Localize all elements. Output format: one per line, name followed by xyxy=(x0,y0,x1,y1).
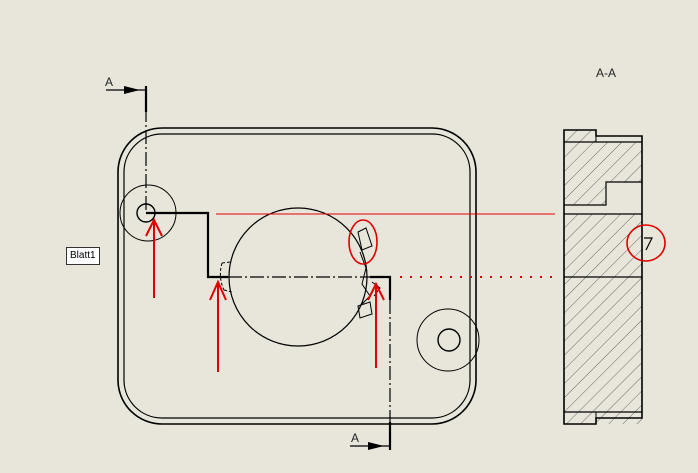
section-cut-line[interactable] xyxy=(144,86,392,450)
section-arrow-top[interactable]: A xyxy=(105,75,146,94)
red-arrow-1 xyxy=(145,217,163,298)
section-arrow-icon xyxy=(124,86,140,94)
section-label-bottom: A xyxy=(351,431,359,445)
red-circle-bore xyxy=(348,219,378,265)
section-view-title: A-A xyxy=(596,66,616,80)
section-arrow-icon xyxy=(368,442,384,450)
hole-bottom-right[interactable] xyxy=(416,308,480,372)
part-outline[interactable] xyxy=(117,127,477,425)
bore-feature-right[interactable] xyxy=(357,227,381,319)
annotations xyxy=(145,213,666,372)
sheet-tab-blatt1[interactable]: Blatt1 xyxy=(66,247,100,265)
red-circle-section xyxy=(626,224,666,262)
red-arrow-3 xyxy=(367,281,385,368)
section-arrow-bottom[interactable]: A xyxy=(350,431,390,450)
red-arrow-2 xyxy=(209,279,227,372)
bore-feature-left[interactable] xyxy=(219,261,233,293)
section-view[interactable]: A-A xyxy=(563,66,653,425)
section-label-top: A xyxy=(105,75,113,89)
